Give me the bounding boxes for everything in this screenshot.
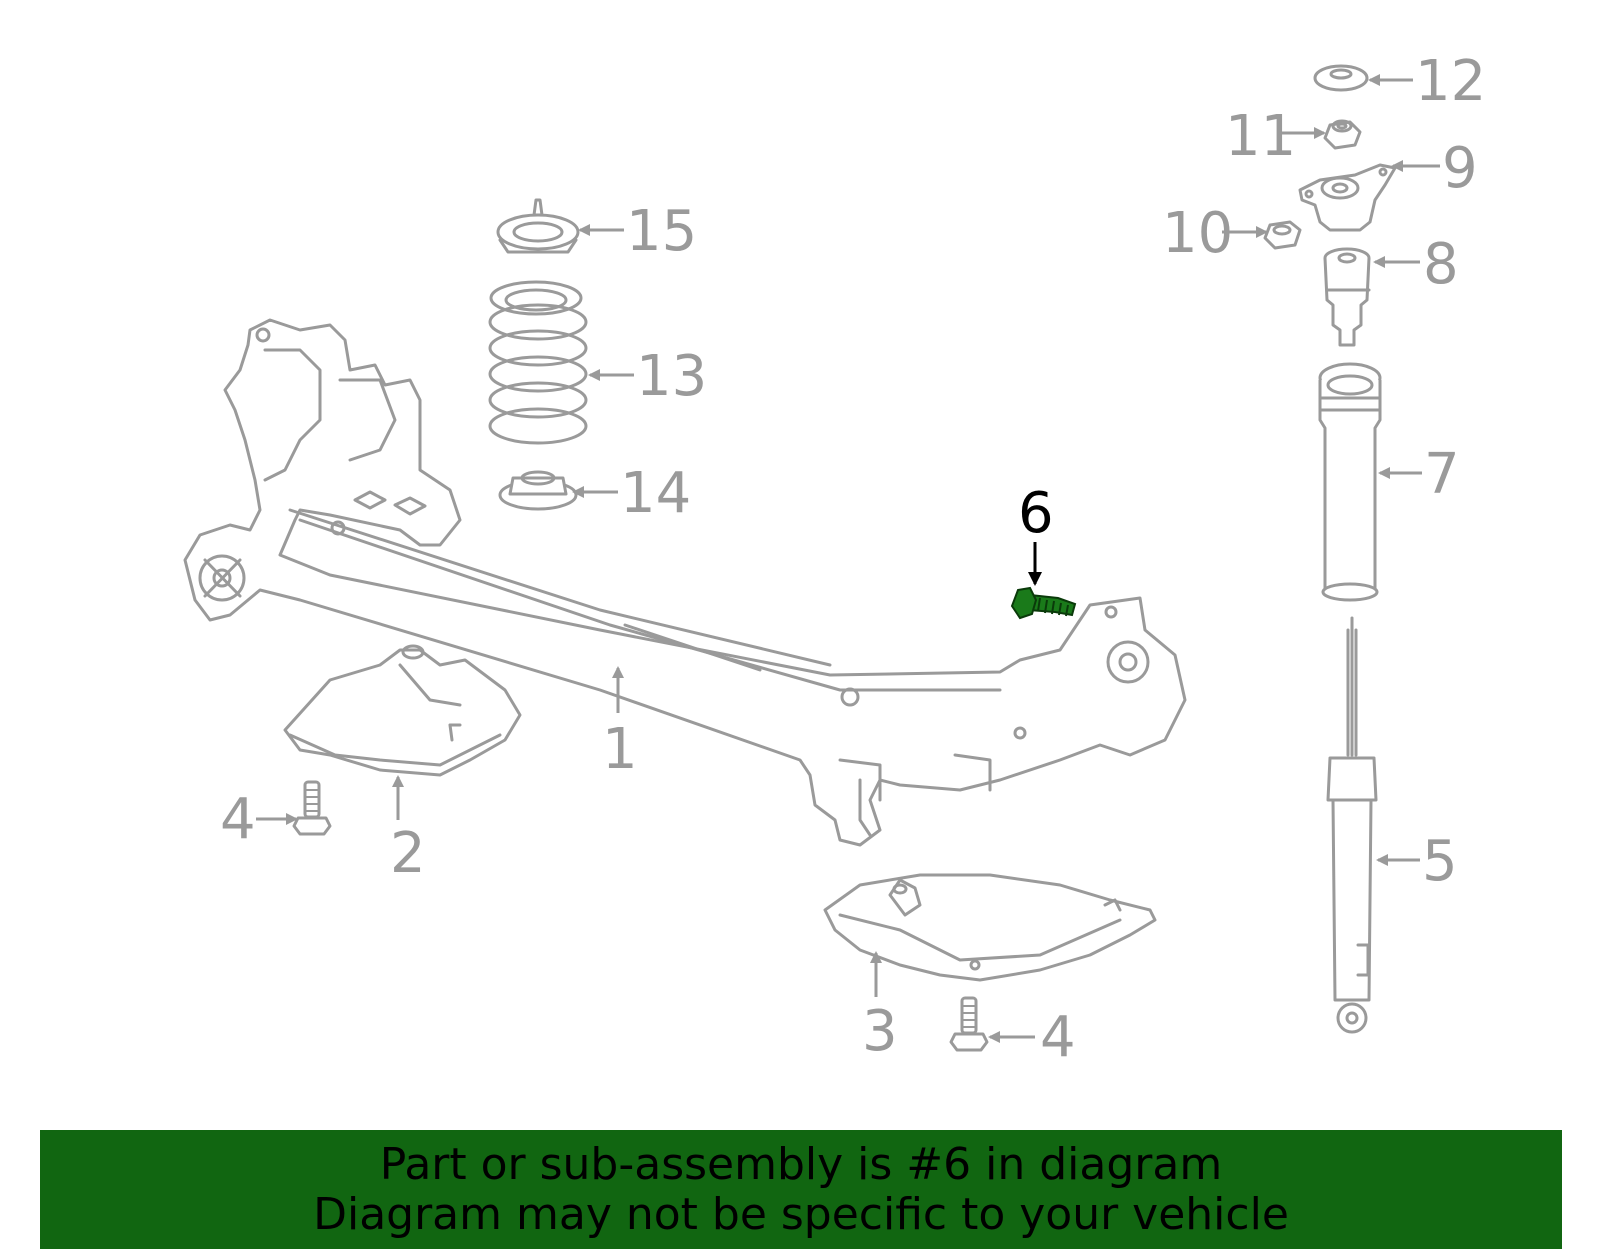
callout-9: 9 (1442, 136, 1478, 201)
callout-14: 14 (620, 461, 691, 526)
rear-axle-beam (183, 318, 1187, 847)
callout-8: 8 (1423, 232, 1459, 297)
bolt-right (949, 996, 989, 1052)
left-splash-shield (283, 644, 522, 777)
upper-spring-isolator (496, 198, 580, 254)
callout-10: 10 (1162, 201, 1233, 266)
parts-diagram: 1 2 3 4 4 5 6 7 8 9 10 11 12 13 14 15 (183, 49, 1486, 1070)
callout-5: 5 (1422, 829, 1458, 894)
jounce-bumper (1323, 247, 1371, 347)
right-splash-shield (823, 873, 1157, 982)
highlighted-bolt (1010, 586, 1077, 620)
callout-4-left: 4 (220, 787, 256, 852)
callout-3: 3 (862, 999, 898, 1064)
callout-arrows (256, 74, 1440, 1043)
callout-2: 2 (390, 821, 426, 886)
upper-mount (1298, 163, 1397, 232)
dust-boot (1318, 362, 1382, 602)
banner-line-1: Part or sub-assembly is #6 in diagram (379, 1139, 1223, 1190)
nut-10 (1263, 220, 1302, 250)
callout-15: 15 (626, 199, 697, 264)
lower-spring-isolator (498, 470, 578, 511)
callout-6: 6 (1018, 481, 1054, 546)
bolt-left (292, 780, 332, 836)
callout-13: 13 (636, 344, 707, 409)
nut-11 (1323, 119, 1362, 150)
shock-absorber (1326, 616, 1378, 1034)
mount-cap (1313, 64, 1369, 92)
callout-12: 12 (1415, 49, 1486, 114)
callout-1: 1 (602, 717, 638, 782)
banner-line-2: Diagram may not be specific to your vehi… (313, 1189, 1289, 1240)
callout-7: 7 (1424, 442, 1460, 507)
callout-11: 11 (1225, 104, 1296, 169)
callout-4-right: 4 (1040, 1005, 1076, 1070)
info-banner: Part or sub-assembly is #6 in diagram Di… (40, 1130, 1562, 1249)
coil-spring (488, 280, 588, 445)
